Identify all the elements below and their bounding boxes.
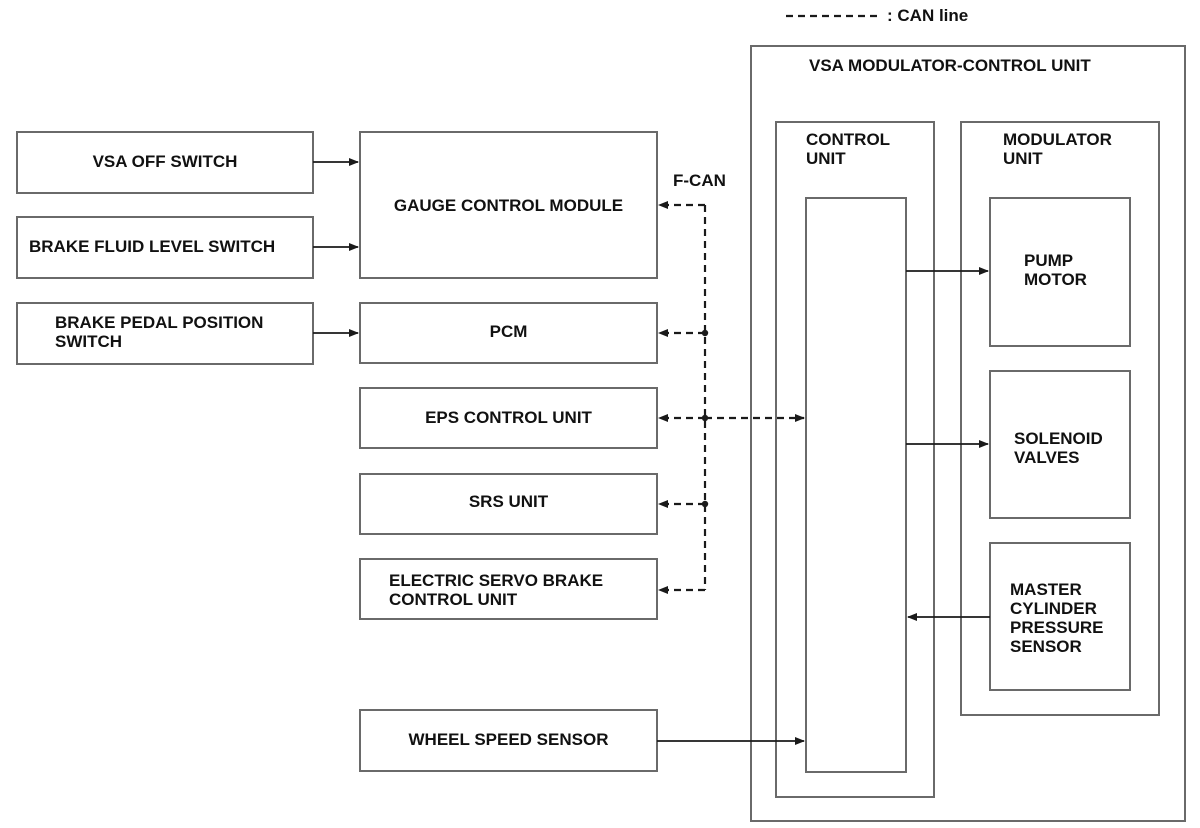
pressure-sensor-label-line4: SENSOR (1010, 637, 1082, 656)
brake-pedal-position-switch-label-line2: SWITCH (55, 332, 123, 351)
electric-servo-brake-label-line2: CONTROL UNIT (389, 590, 518, 609)
f-can-label: F-CAN (673, 171, 726, 190)
pump-motor-box (989, 197, 1131, 347)
legend-can-line-label: : CAN line (887, 6, 969, 25)
modulator-unit-title-line1: MODULATOR (1003, 130, 1112, 149)
control-unit-title-line2: UNIT (806, 149, 846, 168)
pump-motor-label-line1: PUMP (1024, 251, 1074, 270)
brake-pedal-position-switch-box (16, 302, 314, 365)
eps-control-unit-box (359, 387, 658, 449)
brake-fluid-level-switch-label: BRAKE FLUID LEVEL SWITCH (29, 237, 276, 256)
electric-servo-brake-label-line1: ELECTRIC SERVO BRAKE (389, 571, 604, 590)
modulator-unit-title-line2: UNIT (1003, 149, 1043, 168)
electric-servo-brake-control-unit-box (359, 558, 658, 620)
f-can-junction-srs (701, 500, 709, 508)
solenoid-valves-label-line1: SOLENOID (1014, 429, 1103, 448)
pressure-sensor-label-line3: PRESSURE (1010, 618, 1104, 637)
eps-control-unit-label: EPS CONTROL UNIT (425, 408, 592, 427)
srs-unit-label: SRS UNIT (468, 492, 549, 511)
pressure-sensor-label-line2: CYLINDER (1010, 599, 1097, 618)
srs-unit-box (359, 473, 658, 535)
pressure-sensor-label-line1: MASTER (1010, 580, 1082, 599)
wheel-speed-sensor-box (359, 709, 658, 772)
pump-motor-label-line2: MOTOR (1024, 270, 1087, 289)
cpu-box (805, 197, 907, 773)
wheel-speed-sensor-label: WHEEL SPEED SENSOR (408, 730, 609, 749)
pcm-label: PCM (489, 322, 528, 341)
vsa-modulator-control-unit-title: VSA MODULATOR-CONTROL UNIT (809, 56, 1091, 75)
solenoid-valves-label-line2: VALVES (1014, 448, 1080, 467)
f-can-junction-eps (701, 414, 709, 422)
gauge-control-module-box (359, 131, 658, 279)
solenoid-valves-box (989, 370, 1131, 519)
master-cylinder-pressure-sensor-box (989, 542, 1131, 691)
control-unit-title-line1: CONTROL (806, 130, 891, 149)
vsa-off-switch-label: VSA OFF SWITCH (92, 152, 238, 171)
vsa-off-switch-box (16, 131, 314, 194)
pcm-box (359, 302, 658, 364)
brake-pedal-position-switch-label-line1: BRAKE PEDAL POSITION (55, 313, 264, 332)
f-can-junction-pcm (701, 329, 709, 337)
gauge-control-module-label: GAUGE CONTROL MODULE (393, 196, 624, 215)
